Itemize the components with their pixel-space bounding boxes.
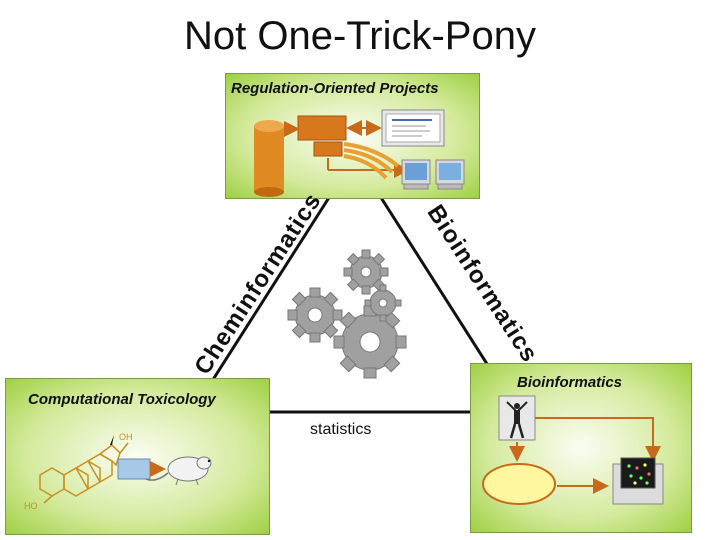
structure-label-ho: HO (24, 501, 38, 511)
triangle-edge-left (198, 195, 332, 401)
computer-monitor-icon (381, 109, 445, 147)
toxicology-illustration: OH HO (24, 432, 212, 511)
computer-monitor-icon (401, 159, 431, 190)
regulation-illustration (254, 109, 465, 197)
process-box (297, 115, 347, 141)
database-cylinder-icon (254, 120, 284, 197)
mouse-icon (145, 456, 212, 486)
gear-icon (333, 305, 407, 379)
edge-label-statistics: statistics (310, 421, 372, 438)
process-box (313, 141, 343, 157)
transform-arrow-box (117, 458, 151, 480)
structure-label-oh: OH (119, 432, 133, 442)
panel-label-regulation: Regulation-Oriented Projects (231, 80, 439, 97)
computer-monitor-icon (435, 159, 465, 190)
human-figure-icon (498, 395, 536, 441)
gear-icon (287, 287, 343, 343)
gear-icon (364, 284, 402, 322)
sample-ellipse (482, 463, 556, 505)
regulation-panel: Regulation-Oriented Projects (225, 73, 480, 199)
molecule-structure-icon (39, 442, 129, 504)
computational-toxicology-panel: Computational Toxicology OH HO (5, 378, 270, 535)
panel-label-toxicology: Computational Toxicology (28, 391, 216, 408)
slide-title: Not One-Trick-Pony (184, 14, 536, 58)
panel-label-bioinformatics: Bioinformatics (517, 374, 623, 391)
wedge-bond (110, 435, 114, 445)
microarray-icon (612, 457, 664, 505)
bioinformatics-panel: Bioinformatics (470, 363, 692, 533)
bioinformatics-illustration (482, 395, 664, 505)
